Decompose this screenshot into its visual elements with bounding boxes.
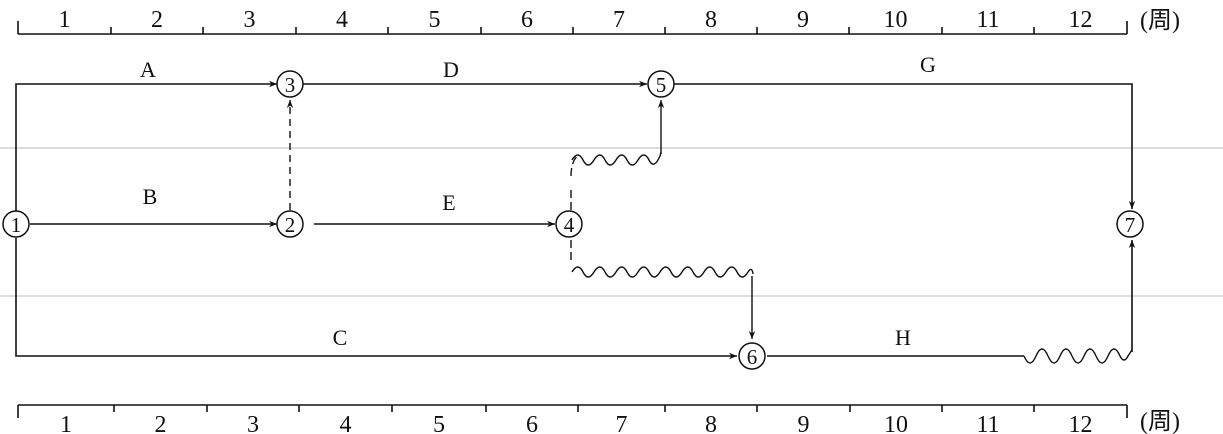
timescale-tick-label: 1: [59, 7, 71, 33]
timescale-tick-label: 6: [521, 7, 533, 33]
label-activity-g: G: [920, 52, 936, 77]
timescale-tick-label: 2: [151, 7, 163, 33]
arrow-activity-a: [15, 80, 277, 212]
node-6: 6: [738, 342, 766, 370]
timescale-tick-label: 12: [1069, 412, 1093, 434]
timescale-tick-label: 5: [433, 412, 445, 434]
timescale-tick-label: 9: [798, 412, 810, 434]
bottom-unit-label: (周): [1140, 409, 1180, 434]
timescale-tick-label: 2: [155, 412, 167, 434]
node-2: 2: [276, 210, 304, 238]
label-activity-b: B: [143, 184, 158, 209]
arrow-activity-c: [15, 238, 737, 360]
label-activity-d: D: [443, 57, 459, 82]
label-activity-c: C: [333, 325, 348, 350]
dummy-arrow-4-5: [570, 155, 579, 210]
timescale-tick-label: 10: [884, 7, 908, 33]
node-7: 7: [1116, 210, 1144, 238]
top-unit-label: (周): [1140, 8, 1180, 34]
timescale-tick-label: 12: [1069, 7, 1093, 33]
node-3: 3: [276, 70, 304, 98]
node-2-label: 2: [285, 213, 296, 237]
timescale-tick-label: 11: [976, 7, 999, 33]
node-7-label: 7: [1125, 213, 1136, 237]
label-activity-e: E: [442, 190, 455, 215]
node-1: 1: [2, 210, 30, 238]
label-activity-a: A: [140, 57, 156, 82]
timescale-tick-label: 8: [705, 412, 717, 434]
timescale-tick-label: 1: [60, 412, 72, 434]
node-4-label: 4: [564, 213, 575, 237]
timescale-tick-label: 4: [340, 412, 352, 434]
node-4: 4: [555, 210, 583, 238]
label-activity-h: H: [895, 325, 911, 350]
timescale-tick-label: 10: [884, 412, 908, 434]
node-5: 5: [647, 70, 675, 98]
timescale-tick-label: 3: [244, 7, 256, 33]
timescale-tick-label: 5: [429, 7, 441, 33]
free-float-wavy-4-5: [571, 151, 662, 166]
timescale-tick-label: 3: [247, 412, 259, 434]
timescale-tick-label: 7: [616, 412, 628, 434]
node-5-label: 5: [656, 73, 667, 97]
timescale-tick-label: 9: [797, 7, 809, 33]
free-float-wavy-h: [1023, 348, 1133, 364]
timescale-tick-label: 8: [705, 7, 717, 33]
timescale-tick-label: 11: [976, 412, 999, 434]
node-1-label: 1: [11, 213, 22, 237]
arrow-activity-g: [674, 83, 1136, 209]
timescale-tick-label: 7: [613, 7, 625, 33]
timescale-tick-label: 4: [336, 7, 348, 33]
node-6-label: 6: [747, 345, 758, 369]
timescale-tick-label: 6: [526, 412, 538, 434]
node-3-label: 3: [285, 73, 296, 97]
free-float-wavy-4-6: [571, 266, 754, 278]
